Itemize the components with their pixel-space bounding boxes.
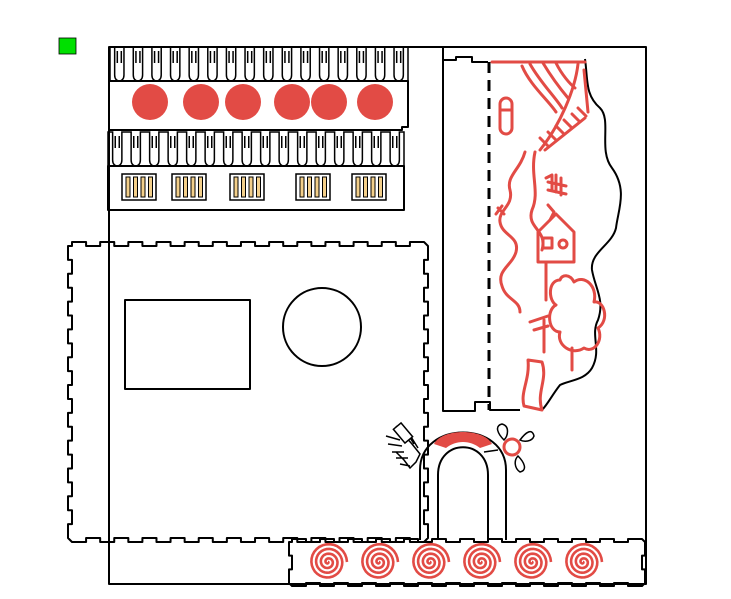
arch-piece (385, 421, 535, 540)
red-spiral (310, 542, 349, 579)
red-dots-row (132, 84, 393, 120)
outer-frame (108, 46, 647, 585)
small-fence (544, 173, 568, 197)
bushy-tree (548, 274, 607, 353)
pin (370, 176, 376, 198)
winding-path-left (498, 150, 527, 314)
foreground-shrub (521, 358, 546, 412)
pin-blocks-row (121, 173, 387, 201)
fence-rail (538, 68, 590, 152)
red-spiral (361, 542, 400, 579)
pin (314, 176, 320, 198)
signpost (528, 314, 550, 332)
pins-strip-comb (107, 131, 405, 167)
dots-strip (109, 46, 409, 131)
grass-tuft (494, 204, 506, 216)
pin (148, 176, 153, 198)
landscape-panel (442, 47, 622, 412)
dots-strip-body (110, 80, 409, 131)
arch-red-band (434, 432, 492, 448)
pin-block (351, 173, 387, 201)
flower (546, 203, 556, 222)
pin (190, 176, 196, 198)
arch-flower-center (502, 437, 522, 457)
pin (299, 176, 305, 198)
red-dot (357, 84, 393, 120)
pin (378, 176, 383, 198)
arch-leaf-stem (392, 421, 414, 445)
red-dot (274, 84, 310, 120)
pin-block (229, 173, 265, 201)
winding-path-right (529, 150, 545, 252)
red-dot (183, 84, 219, 120)
pin (183, 176, 188, 198)
arch-flower-petals (483, 423, 535, 473)
pin (133, 176, 138, 198)
pins-strip-body (107, 165, 405, 211)
pin (322, 176, 327, 198)
circular-cutout (282, 287, 362, 367)
red-spirals-row (310, 542, 604, 579)
red-spiral (412, 542, 451, 579)
pin (175, 176, 181, 198)
cottage-round-window (557, 238, 569, 250)
pin (256, 176, 261, 198)
red-dot (311, 84, 347, 120)
pin (248, 176, 254, 198)
spiral-strip (288, 538, 646, 587)
red-spiral (565, 542, 604, 579)
pins-strip (107, 131, 405, 211)
red-dot (225, 84, 261, 120)
pin (307, 176, 312, 198)
landscape-panel-frame (442, 47, 520, 412)
pin-block (121, 173, 157, 201)
pin (363, 176, 368, 198)
sun-rays (520, 61, 577, 114)
pin (355, 176, 361, 198)
pin (125, 176, 131, 198)
rectangular-cutout (124, 299, 251, 390)
pin (140, 176, 146, 198)
red-landscape-illustration (490, 60, 607, 412)
arch-outer (419, 431, 507, 540)
large-panel-outline (67, 241, 429, 543)
landscape-panel-top-notch (443, 56, 488, 63)
pin-block (295, 173, 331, 201)
red-dot (132, 84, 168, 120)
spiral-strip-outline (288, 538, 646, 587)
dots-strip-comb (109, 46, 409, 82)
lamp-post (498, 96, 514, 136)
red-spiral (463, 542, 502, 579)
red-spiral (514, 542, 553, 579)
pin (198, 176, 203, 198)
garden-post (542, 260, 548, 354)
pin (233, 176, 239, 198)
pin-block (171, 173, 207, 201)
landscape-silhouette-outline (541, 58, 622, 411)
cottage-window (541, 236, 554, 250)
pin (241, 176, 246, 198)
arch-inner (437, 446, 489, 540)
large-panel (67, 241, 429, 543)
green-registration-marker (58, 37, 77, 55)
